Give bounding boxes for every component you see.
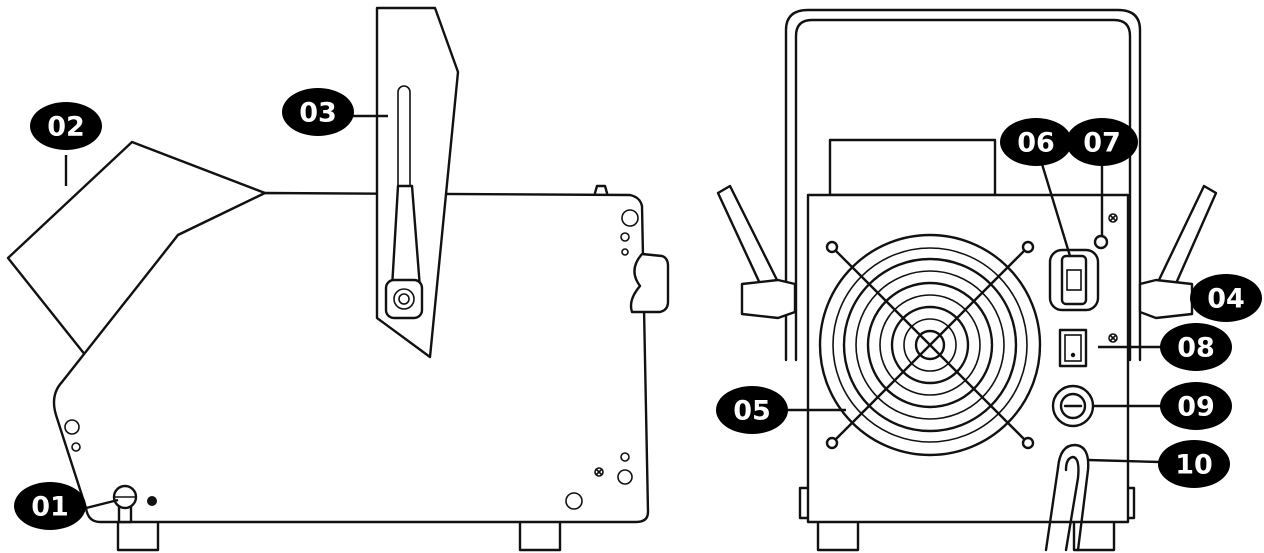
callout-label: 06 bbox=[1017, 128, 1055, 159]
callout-badge bbox=[1190, 274, 1262, 322]
callout-label: 05 bbox=[733, 396, 771, 427]
power-cable-left bbox=[1044, 466, 1060, 552]
side-rear-handle bbox=[629, 252, 670, 314]
knob-left bbox=[740, 278, 797, 320]
back-handle-inner bbox=[794, 18, 1132, 362]
side-view bbox=[6, 6, 670, 552]
callout-badge bbox=[1066, 118, 1138, 166]
wing-right bbox=[1156, 184, 1218, 290]
callout-07: 07 bbox=[1066, 118, 1138, 166]
power-cable bbox=[1056, 443, 1090, 552]
fan-ring bbox=[866, 281, 994, 409]
callout-08: 08 bbox=[1160, 323, 1232, 371]
callout-04: 04 bbox=[1190, 274, 1262, 322]
panel-screw bbox=[1108, 333, 1118, 343]
power-switch-mark bbox=[1070, 352, 1076, 358]
callout-03: 03 bbox=[282, 88, 354, 136]
bracket-knob-base bbox=[384, 278, 424, 320]
fan-ring bbox=[832, 247, 1028, 443]
callout-label: 08 bbox=[1177, 333, 1215, 364]
callout-05: 05 bbox=[716, 386, 788, 434]
leader-06 bbox=[1040, 163, 1072, 257]
fan-ring bbox=[842, 257, 1018, 433]
callout-badge bbox=[282, 88, 354, 136]
side-foot-left bbox=[116, 518, 160, 552]
fan-screw bbox=[1021, 436, 1035, 450]
back-foot-left bbox=[816, 518, 860, 552]
side-screw-cross bbox=[595, 468, 603, 476]
side-hole bbox=[620, 452, 630, 462]
bracket-knob-ring bbox=[393, 288, 415, 310]
fan-ring bbox=[879, 294, 981, 396]
side-foot-right bbox=[518, 518, 562, 552]
side-hole bbox=[64, 419, 80, 435]
cooling-fan bbox=[818, 233, 1042, 457]
leader-01 bbox=[85, 498, 119, 510]
side-top-nub bbox=[593, 184, 609, 195]
back-handle-outer bbox=[784, 8, 1142, 362]
indicator-led bbox=[1093, 234, 1109, 250]
callout-01: 01 bbox=[14, 482, 86, 530]
fan-ring bbox=[903, 318, 957, 372]
callout-label: 01 bbox=[31, 492, 69, 523]
callout-badge bbox=[1160, 323, 1232, 371]
side-hole bbox=[620, 232, 630, 242]
panel-screw bbox=[1108, 213, 1118, 223]
side-hole bbox=[71, 442, 81, 452]
callout-label: 09 bbox=[1177, 392, 1215, 423]
fan-screw bbox=[825, 436, 839, 450]
callout-10: 10 bbox=[1158, 440, 1230, 488]
side-screw bbox=[594, 467, 604, 477]
side-body bbox=[52, 191, 650, 524]
side-hole bbox=[621, 248, 629, 256]
bracket-knob-center bbox=[398, 293, 410, 305]
callout-badge bbox=[716, 386, 788, 434]
callout-badge bbox=[1160, 382, 1232, 430]
fan-ring bbox=[855, 270, 1005, 420]
remote-socket-plug bbox=[1060, 254, 1088, 306]
fan-ring bbox=[890, 305, 970, 385]
side-hole bbox=[621, 209, 639, 227]
leader-10 bbox=[1087, 458, 1161, 464]
callout-06: 06 bbox=[1000, 118, 1072, 166]
callout-02: 02 bbox=[30, 102, 102, 150]
callout-label: 10 bbox=[1175, 450, 1213, 481]
power-cable-inner bbox=[1064, 455, 1080, 552]
remote-socket-pins bbox=[1066, 269, 1082, 291]
back-tank bbox=[828, 138, 997, 197]
callout-badge bbox=[1158, 440, 1230, 488]
side-hole bbox=[565, 492, 583, 510]
callout-badge bbox=[14, 482, 86, 530]
callout-badge bbox=[1000, 118, 1072, 166]
side-hole bbox=[617, 469, 633, 485]
side-hole bbox=[147, 496, 157, 506]
fan-screw bbox=[825, 240, 839, 254]
fan-ring bbox=[818, 233, 1042, 457]
fan-screw bbox=[1021, 240, 1035, 254]
panel-screw-cross bbox=[1109, 214, 1117, 222]
power-switch-rocker bbox=[1064, 334, 1082, 362]
wing-left bbox=[716, 184, 780, 290]
callout-label: 07 bbox=[1083, 128, 1121, 159]
knob-right bbox=[1138, 278, 1194, 320]
callout-label: 04 bbox=[1207, 284, 1245, 315]
callout-label: 03 bbox=[299, 98, 337, 129]
callout-badge bbox=[30, 102, 102, 150]
callout-label: 02 bbox=[47, 112, 85, 143]
fan-guard-cross bbox=[830, 245, 1030, 445]
panel-screw-cross bbox=[1109, 334, 1117, 342]
callout-09: 09 bbox=[1160, 382, 1232, 430]
back-view bbox=[716, 8, 1218, 552]
